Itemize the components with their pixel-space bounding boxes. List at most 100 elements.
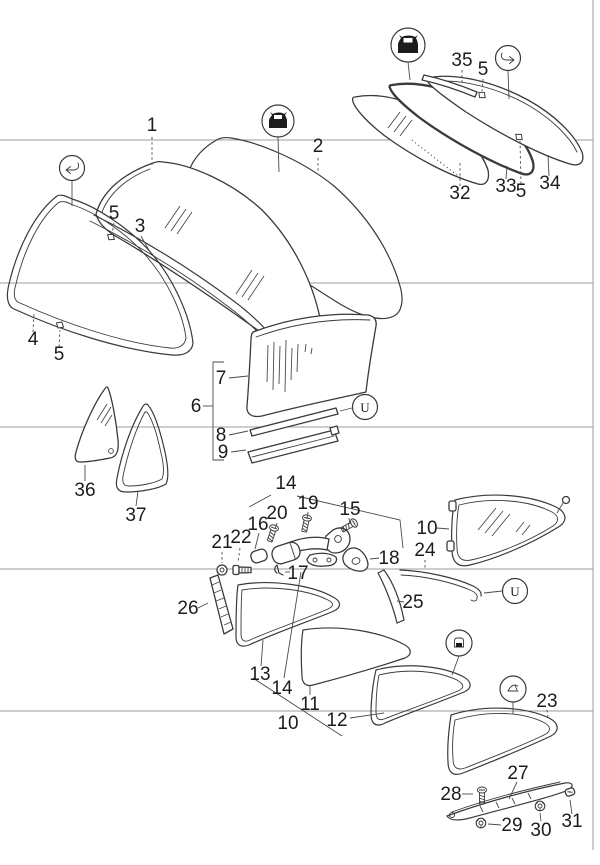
- leader-icon-b: [407, 61, 411, 81]
- leader-icon-a: [277, 136, 280, 173]
- callout-27[interactable]: 27: [507, 763, 528, 784]
- rear-window-glass-34: [425, 75, 584, 166]
- leader-icon-c: [451, 655, 460, 676]
- callout-20[interactable]: 20: [266, 503, 287, 524]
- group-bracket-6: [212, 361, 224, 461]
- assembly-14-bracket-right: [296, 495, 404, 549]
- glazing-strip-9: [247, 425, 340, 464]
- callout-6[interactable]: 6: [191, 396, 202, 417]
- trim-27-hatch: [479, 792, 532, 813]
- callout-17[interactable]: 17: [287, 563, 308, 584]
- vent-glass-10-hatch: [477, 507, 531, 537]
- callout-36[interactable]: 36: [74, 480, 95, 501]
- vent-10-lock-stem: [556, 502, 564, 514]
- callout-16[interactable]: 16: [247, 514, 268, 535]
- callout-8[interactable]: 8: [216, 425, 227, 446]
- leader-26: [197, 602, 209, 609]
- callout-1[interactable]: 1: [147, 115, 158, 136]
- vent-10-lock-knob: [561, 495, 571, 505]
- callout-5c[interactable]: 5: [478, 59, 489, 80]
- arrow-right-icon: [494, 44, 522, 72]
- retainer-plate-18: [342, 547, 369, 572]
- callout-5a[interactable]: 5: [109, 203, 120, 224]
- callout-30[interactable]: 30: [530, 820, 551, 841]
- callout-3[interactable]: 3: [135, 216, 146, 237]
- vent-10-hinge-upper: [448, 500, 457, 512]
- u-badge-b: U: [501, 577, 529, 605]
- callout-34[interactable]: 34: [539, 173, 561, 194]
- callout-11[interactable]: 11: [300, 694, 320, 715]
- quarter-seal-37: [115, 403, 169, 493]
- door-glass-7: [246, 313, 377, 418]
- leader-23: [546, 709, 549, 719]
- callout-4[interactable]: 4: [28, 329, 39, 350]
- callout-18[interactable]: 18: [378, 548, 399, 569]
- leader-arrow-right: [507, 70, 510, 100]
- glass-1-hatch-lower: [235, 269, 265, 301]
- leader-18: [369, 557, 380, 560]
- leader-33: [505, 165, 508, 180]
- car-rear-icon-b: [390, 27, 426, 63]
- callout-14b[interactable]: 14: [271, 678, 293, 699]
- quarter-glass-36: [74, 386, 119, 463]
- mini-car-icon-d: [499, 675, 527, 703]
- leader-16: [254, 532, 260, 550]
- callout-13[interactable]: 13: [249, 664, 270, 685]
- assembly-14-bracket-left: [248, 494, 272, 508]
- callout-2[interactable]: 2: [313, 136, 324, 157]
- leader-22: [237, 547, 241, 563]
- leader-5c: [481, 78, 484, 92]
- leader-13: [260, 639, 264, 667]
- leader-3: [140, 235, 151, 253]
- leader-4: [32, 312, 35, 333]
- callout-15[interactable]: 15: [339, 499, 360, 520]
- leader-31: [569, 799, 573, 815]
- callout-37[interactable]: 37: [125, 505, 146, 526]
- callout-12[interactable]: 12: [326, 710, 347, 731]
- callout-5d[interactable]: 5: [516, 181, 527, 202]
- callout-21[interactable]: 21: [211, 532, 232, 553]
- u-badge-a-label: U: [360, 400, 370, 415]
- callout-9[interactable]: 9: [218, 442, 229, 463]
- vent-frame-13: [235, 582, 341, 647]
- leader-14b: [283, 571, 302, 679]
- callout-31[interactable]: 31: [561, 811, 582, 832]
- callout-14a[interactable]: 14: [275, 473, 297, 494]
- callout-25[interactable]: 25: [402, 592, 423, 613]
- callout-33[interactable]: 33: [495, 176, 516, 197]
- leader-u-b: [483, 590, 503, 594]
- callout-35[interactable]: 35: [451, 50, 472, 71]
- callout-5b[interactable]: 5: [54, 344, 65, 365]
- callout-7[interactable]: 7: [216, 368, 227, 389]
- bolt-22: [232, 564, 252, 576]
- callout-22[interactable]: 22: [230, 527, 251, 548]
- callout-26[interactable]: 26: [177, 598, 198, 619]
- pillar-trim-26: [209, 574, 234, 635]
- callout-10b[interactable]: 10: [277, 713, 298, 734]
- glass-36-hole: [108, 448, 114, 454]
- screw-19: [299, 513, 313, 534]
- glass-7-hatch: [266, 339, 313, 393]
- callout-29[interactable]: 29: [501, 815, 522, 836]
- leader-u-a: [339, 407, 353, 412]
- spacer-tick-5b: [54, 320, 66, 330]
- u-badge-a: U: [351, 393, 379, 421]
- callout-28[interactable]: 28: [440, 784, 461, 805]
- leader-27: [508, 781, 518, 800]
- lock-barrel: [271, 541, 301, 565]
- leader-15: [348, 517, 351, 525]
- frame-seal-23: [447, 707, 558, 775]
- callout-23[interactable]: 23: [536, 691, 557, 712]
- leader-37: [135, 490, 139, 507]
- callout-10a[interactable]: 10: [416, 518, 437, 539]
- leader-5d: [519, 140, 522, 185]
- leader-29: [487, 823, 502, 826]
- callout-24[interactable]: 24: [414, 540, 436, 561]
- leader-20: [274, 522, 278, 530]
- callout-19[interactable]: 19: [297, 493, 318, 514]
- callout-32[interactable]: 32: [449, 183, 470, 204]
- trim-26-hatch: [211, 581, 232, 626]
- leader-5a: [111, 222, 115, 235]
